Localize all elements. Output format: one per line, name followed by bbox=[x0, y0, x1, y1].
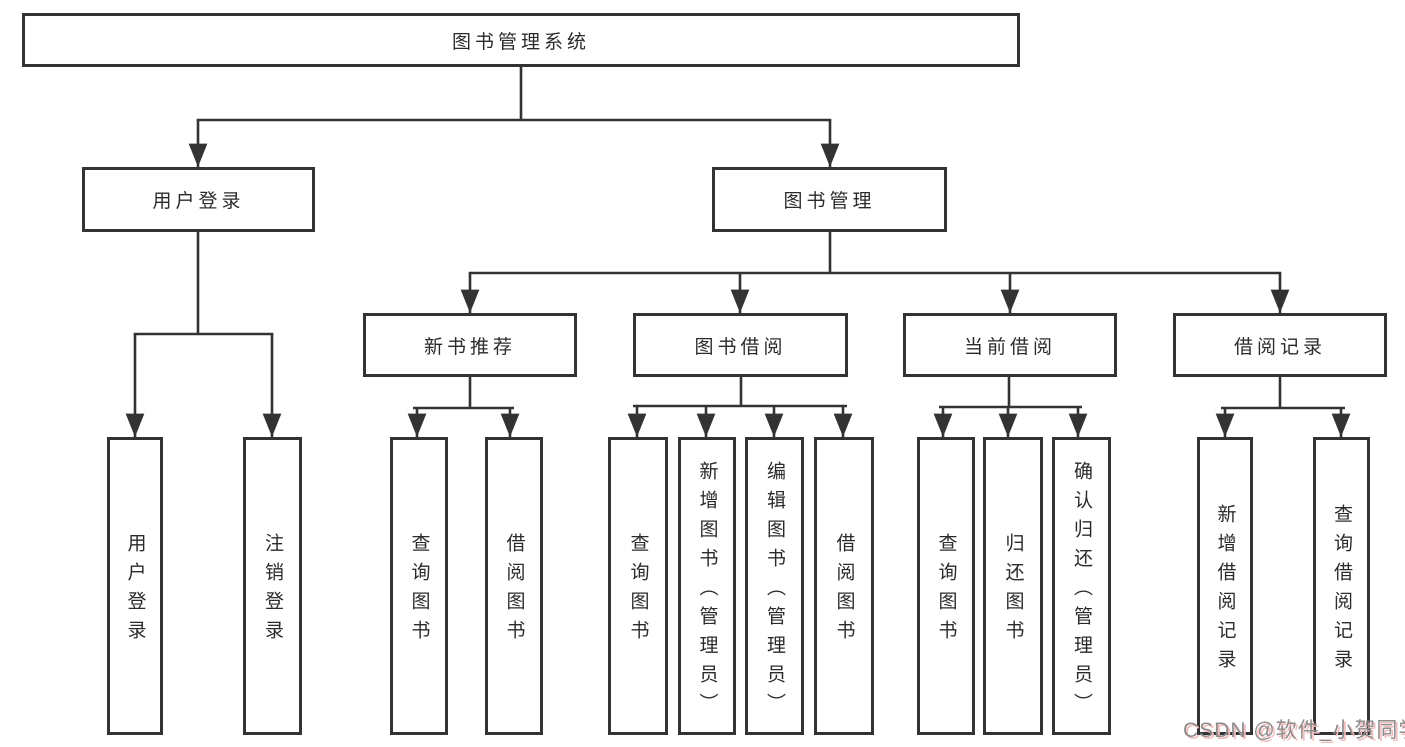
csdn-watermark: CSDN @软件_小贺同学 bbox=[1183, 719, 1405, 742]
node-borrow-records: 借阅记录 bbox=[1173, 313, 1387, 377]
node-query-books-recommend: 查询图书 bbox=[390, 437, 448, 735]
node-borrow-books-recommend: 借阅图书 bbox=[485, 437, 543, 735]
node-query-books-current: 查询图书 bbox=[917, 437, 975, 735]
node-logout-leaf: 注销登录 bbox=[243, 437, 302, 735]
node-user-login-leaf: 用户登录 bbox=[107, 437, 163, 735]
node-confirm-return-admin: 确认归还（管理员） bbox=[1052, 437, 1111, 735]
node-root: 图书管理系统 bbox=[22, 13, 1020, 67]
node-borrow-books-leaf: 借阅图书 bbox=[814, 437, 874, 735]
node-return-book: 归还图书 bbox=[983, 437, 1043, 735]
node-add-borrow-record: 新增借阅记录 bbox=[1197, 437, 1253, 735]
node-query-borrow-record: 查询借阅记录 bbox=[1313, 437, 1370, 735]
node-current-borrow: 当前借阅 bbox=[903, 313, 1117, 377]
node-user-login: 用户登录 bbox=[82, 167, 315, 232]
node-new-book-recommend: 新书推荐 bbox=[363, 313, 577, 377]
node-book-borrow: 图书借阅 bbox=[633, 313, 848, 377]
node-edit-book-admin: 编辑图书（管理员） bbox=[745, 437, 804, 735]
node-query-books-borrow: 查询图书 bbox=[608, 437, 668, 735]
node-add-book-admin: 新增图书（管理员） bbox=[678, 437, 736, 735]
node-book-management: 图书管理 bbox=[712, 167, 947, 232]
